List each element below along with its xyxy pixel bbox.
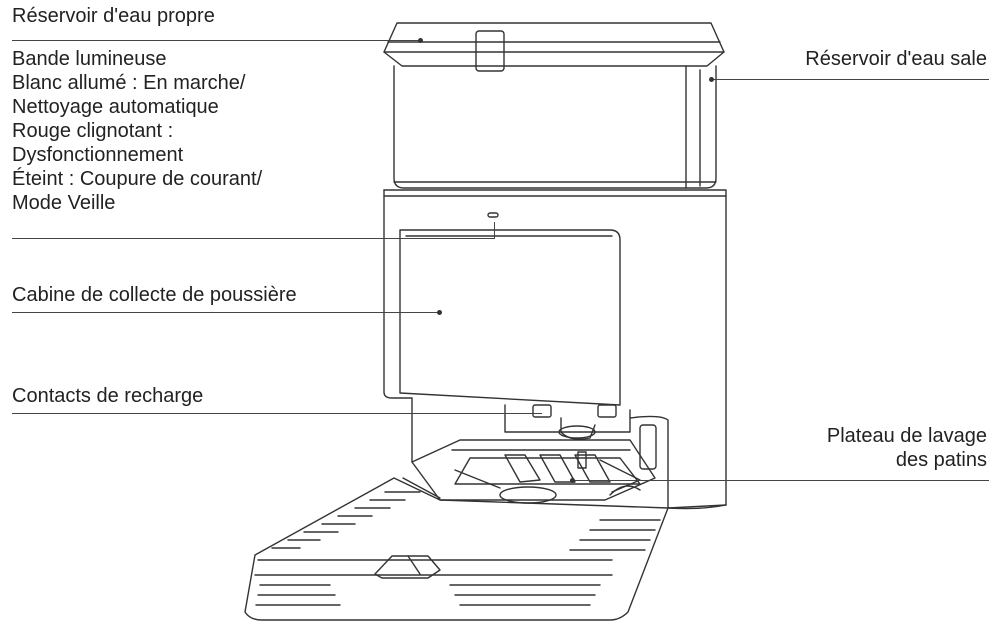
light-strip-line-3: Nettoyage automatique	[12, 96, 219, 118]
water-tank-body	[393, 65, 717, 189]
light-strip-line-1: Bande lumineuse	[12, 48, 167, 70]
base-body	[383, 189, 727, 506]
dot-clean-tank	[418, 38, 423, 43]
leader-line-light-strip-vertical	[494, 222, 495, 238]
label-charging-contacts: Contacts de recharge	[12, 385, 204, 407]
light-strip-line-5: Dysfonctionnement	[12, 144, 184, 166]
mop-tray-line-1: Plateau de lavage	[826, 425, 987, 447]
label-clean-water-tank: Réservoir d'eau propre	[12, 5, 215, 27]
light-strip-line-7: Mode Veille	[12, 192, 116, 214]
leader-line-light-strip	[12, 238, 495, 239]
base-side-wall	[629, 415, 727, 510]
leader-line-dirty-tank	[711, 79, 989, 80]
leader-line-clean-tank	[12, 40, 420, 41]
leader-line-dust-cabin	[12, 312, 440, 313]
dot-dirty-tank	[709, 77, 714, 82]
label-dust-cabin: Cabine de collecte de poussière	[12, 284, 297, 306]
leader-line-mop-tray	[572, 480, 989, 481]
mop-tray-line-2: des patins	[895, 449, 987, 471]
light-strip-line-2: Blanc allumé : En marche/	[12, 72, 246, 94]
label-light-strip-block: Bande lumineuse Blanc allumé : En marche…	[12, 47, 262, 215]
label-dirty-water-tank: Réservoir d'eau sale	[805, 48, 987, 70]
clean-water-tank-lid	[383, 22, 725, 72]
label-mop-tray-block: Plateau de lavage des patins	[827, 424, 987, 472]
light-strip-line-4: Rouge clignotant :	[12, 120, 174, 142]
dot-mop-tray	[570, 478, 575, 483]
ramp	[244, 477, 669, 621]
light-strip-line-6: Éteint : Coupure de courant/	[12, 168, 263, 190]
charging-contacts-area	[504, 404, 631, 440]
dot-dust-cabin	[437, 310, 442, 315]
leader-line-charging-contacts	[12, 413, 542, 414]
mop-washing-tray	[411, 439, 656, 504]
